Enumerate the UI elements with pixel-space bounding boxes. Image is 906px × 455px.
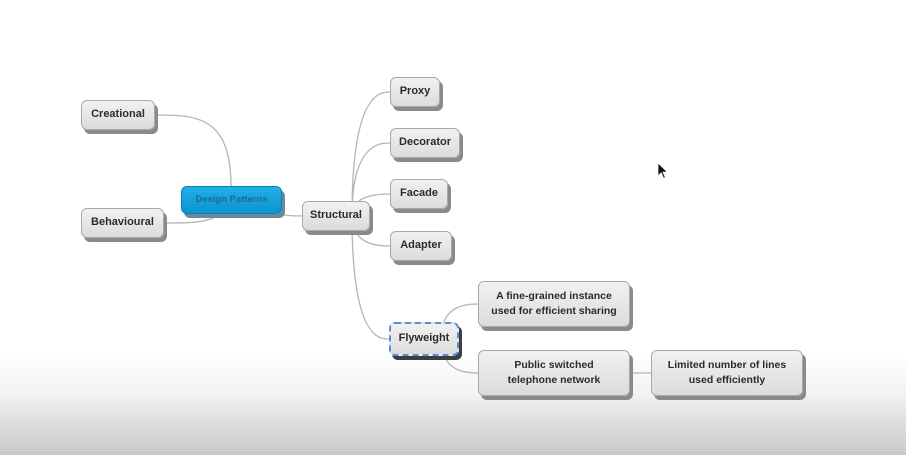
node-design-patterns[interactable]: Design Patterns: [181, 186, 282, 214]
node-telephone-network[interactable]: Public switched telephone network: [478, 350, 630, 396]
node-adapter[interactable]: Adapter: [390, 231, 452, 261]
node-proxy[interactable]: Proxy: [390, 77, 440, 107]
node-flyweight[interactable]: Flyweight: [389, 322, 459, 356]
node-decorator[interactable]: Decorator: [390, 128, 460, 158]
node-creational[interactable]: Creational: [81, 100, 155, 130]
connector-structural-flyweight: [351, 215, 390, 340]
node-behavioural[interactable]: Behavioural: [81, 208, 164, 238]
node-facade[interactable]: Facade: [390, 179, 448, 209]
connector-structural-proxy: [351, 91, 391, 217]
node-fine-grained-instance[interactable]: A fine-grained instance used for efficie…: [478, 281, 630, 327]
mouse-pointer-icon: [657, 162, 669, 179]
node-limited-lines[interactable]: Limited number of lines used efficiently: [651, 350, 803, 396]
connector-design_patterns-creational: [154, 114, 232, 187]
connector-structural-decorator: [351, 142, 391, 217]
node-structural[interactable]: Structural: [302, 201, 370, 231]
